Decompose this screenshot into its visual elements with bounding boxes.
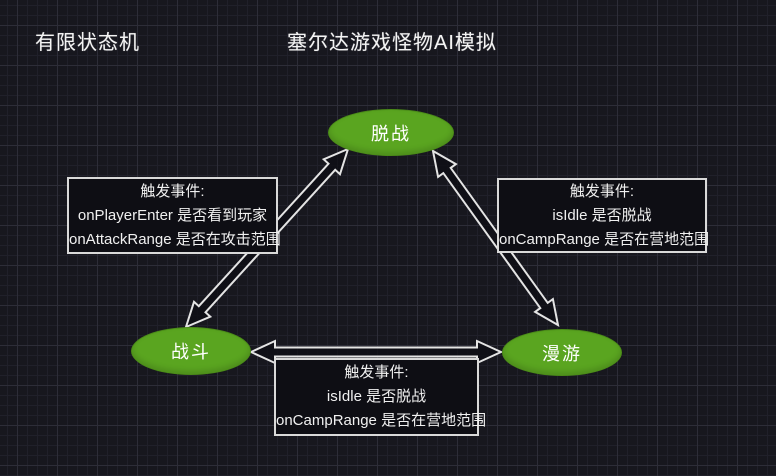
state-node-combat: 战斗 bbox=[131, 327, 251, 375]
event-box-line: isIdle 是否脱战 bbox=[326, 388, 427, 405]
event-box-heading: 触发事件: bbox=[569, 182, 635, 200]
state-label: 战斗 bbox=[171, 342, 211, 362]
event-box-heading: 触发事件: bbox=[344, 364, 409, 381]
event-box-line: onAttackRange 是否在攻击范围 bbox=[69, 230, 281, 248]
state-node-roam: 漫游 bbox=[502, 329, 622, 376]
page-title-subject: 塞尔达游戏怪物AI模拟 bbox=[287, 32, 497, 54]
state-node-detached: 脱战 bbox=[328, 109, 454, 156]
event-box-line: onCampRange 是否在营地范围 bbox=[276, 412, 487, 429]
event-box-detached-roam: 触发事件: isIdle 是否脱战 onCampRange 是否在营地范围 bbox=[497, 178, 710, 253]
state-label: 脱战 bbox=[371, 123, 411, 144]
event-box-heading: 触发事件: bbox=[140, 182, 205, 200]
event-box-line: onCampRange 是否在营地范围 bbox=[499, 230, 710, 248]
event-box-line: onPlayerEnter 是否看到玩家 bbox=[77, 206, 268, 224]
event-box-combat-roam: 触发事件: isIdle 是否脱战 onCampRange 是否在营地范围 bbox=[274, 358, 487, 436]
state-label: 漫游 bbox=[542, 343, 582, 364]
event-box-combat-detached: 触发事件: onPlayerEnter 是否看到玩家 onAttackRange… bbox=[67, 177, 281, 254]
event-box-line: isIdle 是否脱战 bbox=[552, 206, 652, 224]
page-title-topic: 有限状态机 bbox=[35, 32, 140, 54]
